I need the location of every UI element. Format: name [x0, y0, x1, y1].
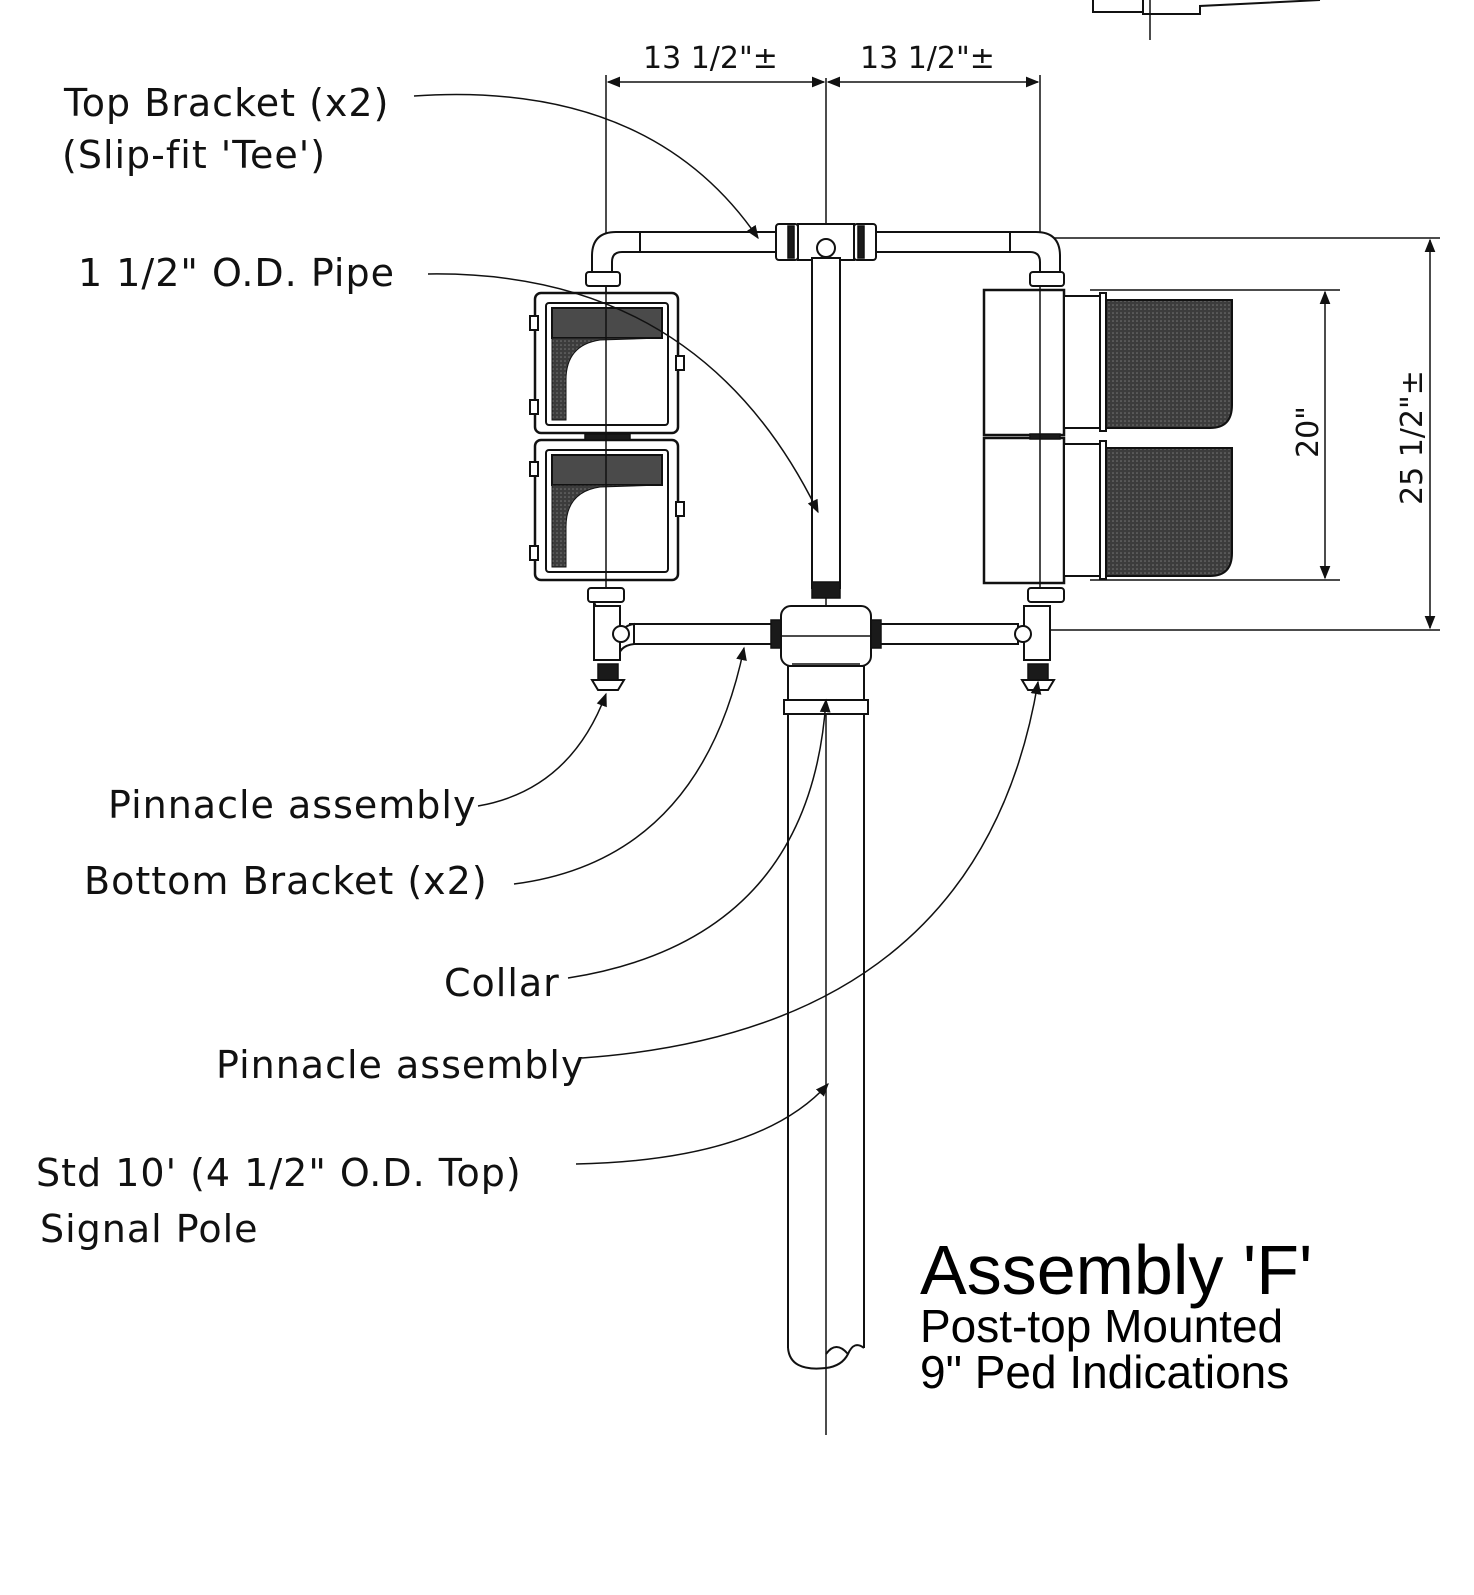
label-pipe: 1 1/2" O.D. Pipe	[78, 251, 395, 295]
label-bottom-bracket: Bottom Bracket (x2)	[84, 859, 488, 903]
label-collar: Collar	[444, 961, 560, 1005]
title-sub-2: 9" Ped Indications	[920, 1346, 1289, 1398]
dim-top-right: 13 1/2"±	[860, 41, 995, 76]
title-sub-1: Post-top Mounted	[920, 1300, 1283, 1352]
leader-lines	[413, 93, 1042, 1165]
dim-top-left: 13 1/2"±	[643, 41, 778, 76]
bottom-bracket	[587, 587, 1065, 715]
title-block: Assembly 'F' Post-top Mounted 9" Ped Ind…	[920, 1231, 1312, 1398]
label-top-bracket-2: (Slip-fit 'Tee')	[62, 133, 326, 177]
vertical-pipe	[811, 257, 841, 589]
signal-pole	[787, 714, 865, 1370]
right-ped-signal	[982, 286, 1233, 598]
dim-signal-height: 20"	[1291, 406, 1326, 458]
label-pole-2: Signal Pole	[40, 1207, 259, 1251]
label-pinnacle-left: Pinnacle assembly	[108, 783, 476, 827]
dim-overall-height: 25 1/2"±	[1395, 370, 1430, 505]
label-top-bracket-1: Top Bracket (x2)	[63, 81, 389, 125]
label-pinnacle-right: Pinnacle assembly	[216, 1043, 584, 1087]
pinnacle-left	[590, 663, 626, 691]
label-pole-1: Std 10' (4 1/2" O.D. Top)	[36, 1151, 522, 1195]
right-dimensions: 20" 25 1/2"±	[1045, 237, 1440, 631]
top-dimension: 13 1/2"± 13 1/2"±	[605, 41, 1041, 300]
left-ped-signal	[529, 286, 685, 598]
title-main: Assembly 'F'	[920, 1231, 1312, 1309]
pipe-coupling	[811, 581, 841, 599]
adjacent-detail-fragment	[1092, 0, 1321, 40]
